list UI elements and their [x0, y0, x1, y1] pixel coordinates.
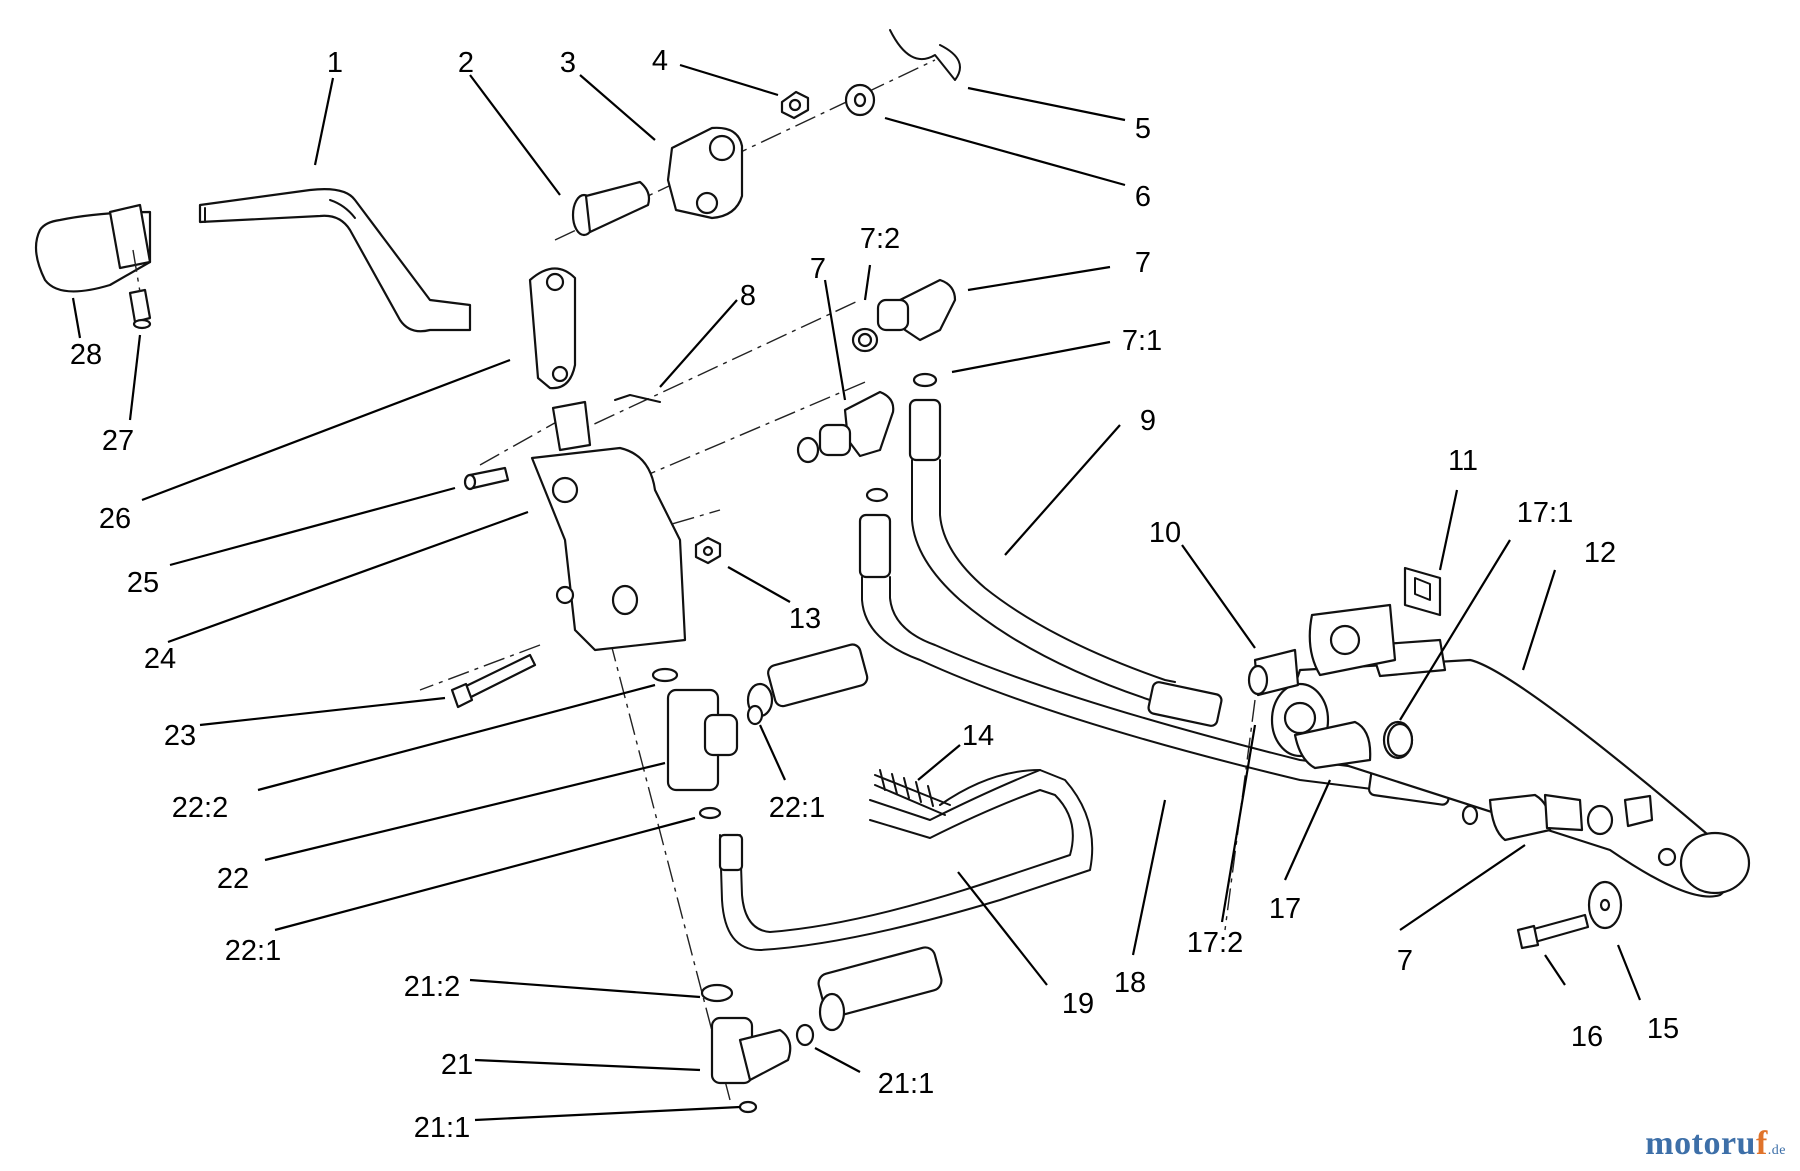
callout-14: 14: [962, 720, 994, 752]
handle-knob: [34, 203, 152, 293]
callout-4: 4: [652, 45, 668, 77]
knob-rivet: [128, 249, 152, 330]
callout-27: 27: [102, 425, 134, 457]
o-ring-21-1-bottom: [738, 1100, 758, 1114]
callout-10: 10: [1149, 517, 1181, 549]
callout-24: 24: [144, 643, 176, 675]
hair-pin-clip: [889, 29, 961, 81]
clip-11: [1403, 566, 1442, 617]
control-handle: [198, 188, 472, 333]
callout-21-2: 21:2: [404, 971, 460, 1003]
callout-13: 13: [789, 603, 821, 635]
brand-logo-part2: f: [1755, 1125, 1768, 1162]
callout-18: 18: [1114, 967, 1146, 999]
o-ring-22-1-left: [698, 806, 722, 820]
o-ring-7-2: [851, 327, 879, 353]
callout-7-right: 7: [1135, 247, 1151, 279]
o-ring-22-1-right: [746, 704, 764, 726]
callout-17-2: 17:2: [1187, 927, 1243, 959]
callout-7-top: 7: [810, 253, 826, 285]
o-ring-mid: [865, 487, 889, 503]
leader-lines: [71, 63, 1642, 1122]
callout-23: 23: [164, 720, 196, 752]
callout-12: 12: [1584, 537, 1616, 569]
callout-11: 11: [1448, 445, 1478, 477]
brand-logo[interactable]: motoruf.de: [1645, 1125, 1786, 1163]
nut-13: [694, 536, 722, 565]
hydraulic-hose-9: [908, 398, 1223, 727]
bolt-23: [450, 653, 537, 709]
callout-7-bottom: 7: [1397, 945, 1413, 977]
adapter-fitting-22-1-top: [746, 643, 869, 718]
callout-22-1-right: 22:1: [769, 792, 825, 824]
tube-19: [718, 769, 1094, 951]
callout-21-1-right: 21:1: [878, 1068, 934, 1100]
callout-26: 26: [99, 503, 131, 535]
callout-21: 21: [441, 1049, 473, 1081]
callout-16: 16: [1571, 1021, 1603, 1053]
washer-15: [1587, 880, 1623, 930]
callout-17: 17: [1269, 893, 1301, 925]
o-ring-21-1-right: [795, 1023, 815, 1047]
spring-14: [874, 769, 1041, 816]
callout-28: 28: [70, 339, 102, 371]
callout-25: 25: [127, 567, 159, 599]
callout-labels: 1 2 3 4 5 6 7 7:2 7 7:1 8 9 10 11 17:1 1…: [70, 45, 1679, 1144]
callout-22-2: 22:2: [172, 792, 228, 824]
callout-2: 2: [458, 47, 474, 79]
elbow-fitting-21: [710, 1016, 792, 1085]
elbow-fitting-mid: [796, 390, 895, 464]
callout-8: 8: [740, 280, 756, 312]
callout-3: 3: [560, 47, 576, 79]
o-ring-17-1: [1386, 722, 1414, 758]
bolt-16: [1516, 913, 1590, 950]
flat-washer: [844, 83, 876, 117]
callout-7-1: 7:1: [1122, 325, 1162, 357]
o-ring-21-2: [700, 983, 734, 1003]
callout-6: 6: [1135, 181, 1151, 213]
pin-25: [463, 466, 510, 491]
clevis-pin-10: [1247, 648, 1300, 697]
clevis-pin: [571, 180, 651, 237]
lever-plate: [528, 267, 577, 390]
o-ring-22-2: [651, 667, 679, 683]
elbow-fitting-top: [876, 278, 957, 342]
callout-7-2: 7:2: [860, 223, 900, 255]
tee-fitting-22: [666, 688, 739, 792]
callout-17-1: 17:1: [1517, 497, 1573, 529]
callout-9: 9: [1140, 405, 1156, 437]
cotter-pin: [614, 394, 661, 403]
callout-22-1-left: 22:1: [225, 935, 281, 967]
callout-1: 1: [327, 47, 343, 79]
brand-logo-part3: .de: [1767, 1143, 1786, 1158]
swivel-block: [666, 126, 744, 220]
o-ring-7-1: [912, 372, 938, 388]
callout-21-1-bottom: 21:1: [414, 1112, 470, 1144]
alignment-lines: [419, 59, 1256, 1101]
callout-22: 22: [217, 863, 249, 895]
callout-19: 19: [1062, 988, 1094, 1020]
callout-5: 5: [1135, 113, 1151, 145]
elbow-fitting-7-bottom: [1461, 793, 1614, 842]
control-valve: [530, 400, 687, 652]
callout-15: 15: [1647, 1013, 1679, 1045]
adapter-fitting-21: [817, 946, 943, 1032]
brand-logo-part1: motoru: [1645, 1125, 1756, 1162]
lock-nut: [780, 90, 810, 120]
